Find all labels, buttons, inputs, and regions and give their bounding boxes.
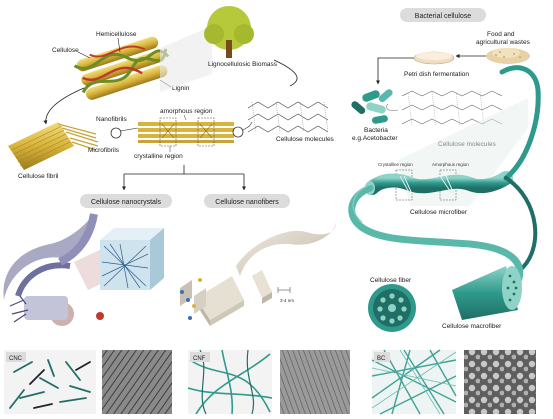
food-waste-pile	[486, 48, 530, 64]
teal-strand-loop	[348, 65, 541, 290]
tag-cnf-bg	[190, 352, 210, 362]
cellulose-macrofiber	[452, 266, 522, 320]
label-hemicellulose: Hemicellulose	[96, 31, 137, 38]
label-amorphous-region: amorphous region	[160, 108, 213, 115]
tag-cnc-bg	[6, 352, 26, 362]
cellulose-fibril	[8, 122, 99, 170]
scale-label: 3-4 nm	[280, 298, 294, 303]
label-cellulose-fibril: Cellulose fibril	[18, 173, 59, 180]
cnc-pill-label: Cellulose nanocrystals	[91, 199, 162, 206]
lignocellulose-bundle	[73, 36, 170, 100]
bc-tile	[371, 349, 457, 415]
tag-bc: BC	[377, 356, 386, 362]
cnf-pill	[204, 194, 290, 208]
bc-micrograph	[464, 350, 536, 414]
tag-bc-bg	[374, 352, 390, 362]
label-biomass: Lignocellulosic Biomass	[208, 61, 278, 68]
label-cellulose: Cellulose	[52, 47, 79, 54]
bacteria-icon	[351, 89, 393, 124]
cnc-micrograph	[102, 350, 172, 414]
label-bc-amorphous: Amorphous region	[432, 162, 469, 167]
label-cellulose-molecules-left: Cellulose molecules	[276, 136, 335, 143]
tag-cnf: CNF	[193, 356, 206, 362]
label-lignin: Lignin	[172, 85, 190, 92]
bc-title-pill	[400, 8, 486, 22]
nanofibril-crystalline-amorphous	[138, 117, 234, 147]
cnf-illustration	[180, 222, 336, 326]
branch-arrows	[122, 165, 246, 191]
label-bacteria-line1: Bacteria	[364, 127, 388, 134]
cnc-illustration	[3, 213, 164, 326]
label-food-line1: Food and	[487, 31, 515, 38]
bc-title-label: Bacterial cellulose	[415, 13, 472, 20]
cellulose-fiber-cross-section	[368, 284, 416, 332]
cnf-micrograph	[280, 350, 350, 414]
label-microfiber: Cellulose microfiber	[410, 209, 468, 216]
tag-cnc: CNC	[9, 356, 23, 362]
cnc-pill	[80, 194, 172, 208]
petri-dish-icon	[413, 51, 455, 65]
label-food-line2: agricultural wastes	[476, 39, 531, 46]
label-bacteria-line2: e.g.Acetobacter	[352, 135, 398, 142]
cnf-pill-label: Cellulose nanofibers	[215, 199, 279, 206]
biomass-tree-icon	[204, 6, 254, 58]
label-bc-crystalline: Crystalline region	[378, 162, 413, 167]
label-fiber: Cellulose fiber	[370, 277, 412, 284]
label-microfibrils: Microfibrils	[88, 147, 120, 154]
label-petri: Petri dish fermentation	[404, 71, 469, 78]
cellulose-molecule-chain-left	[247, 101, 329, 133]
label-macrofiber: Cellulose macrofiber	[442, 323, 502, 330]
label-crystalline-region: crystalline region	[134, 153, 183, 160]
label-nanofibrils: Nanofibrils	[96, 116, 127, 123]
